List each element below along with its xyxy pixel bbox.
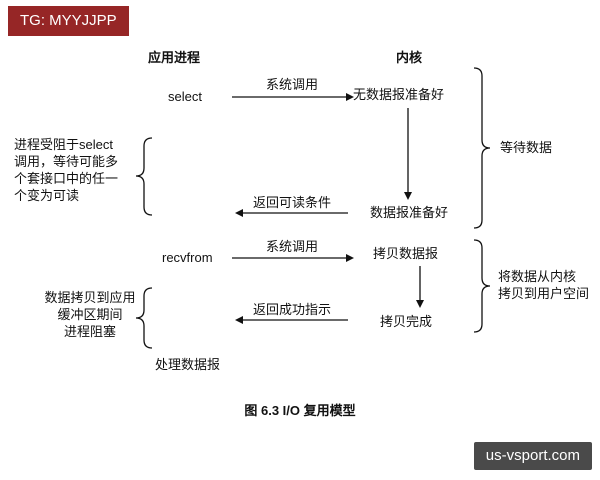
annotation-copy-kernel-to-user: 将数据从内核 拷贝到用户空间 xyxy=(498,269,590,301)
label-select-call: select xyxy=(168,89,202,104)
annotation-blocked-in-select: 进程受阻于select 调用，等待可能多 个套接口中的任一 个变为可读 xyxy=(14,137,119,203)
watermark-top-left: TG: MYYJJPP xyxy=(8,6,129,36)
label-return-readable: 返回可读条件 xyxy=(252,195,331,210)
syscall-bottom-arrow xyxy=(232,254,354,262)
column-header-app-process: 应用进程 xyxy=(148,50,201,65)
annotation-blocked-during-copy: 数据拷贝到应用 缓冲区期间 进程阻塞 xyxy=(44,290,136,339)
label-recvfrom-call: recvfrom xyxy=(162,250,213,265)
right-brace-copy-data xyxy=(473,239,491,333)
figure-caption: 图 6.3 I/O 复用模型 xyxy=(244,403,356,418)
kernel-wait-arrow xyxy=(404,108,412,200)
left-brace-blocked-select xyxy=(135,137,153,216)
label-copy-complete: 拷贝完成 xyxy=(380,314,433,329)
label-copy-datagram: 拷贝数据报 xyxy=(373,246,439,261)
label-syscall-bottom: 系统调用 xyxy=(265,239,318,254)
label-return-success: 返回成功指示 xyxy=(252,302,331,317)
annotation-wait-for-data: 等待数据 xyxy=(500,140,553,155)
right-brace-wait-data xyxy=(473,67,491,229)
return-readable-arrow xyxy=(235,209,348,217)
watermark-bottom-right: us-vsport.com xyxy=(473,442,592,470)
left-brace-blocked-copy xyxy=(135,287,153,349)
kernel-copy-arrow xyxy=(416,266,424,308)
column-header-kernel: 内核 xyxy=(396,50,423,65)
label-no-datagram-ready: 无数据报准备好 xyxy=(353,87,445,102)
syscall-top-arrow xyxy=(232,93,354,101)
label-process-datagram: 处理数据报 xyxy=(155,357,221,372)
label-syscall-top: 系统调用 xyxy=(265,77,318,92)
label-datagram-ready: 数据报准备好 xyxy=(370,205,449,220)
return-success-arrow xyxy=(235,316,348,324)
